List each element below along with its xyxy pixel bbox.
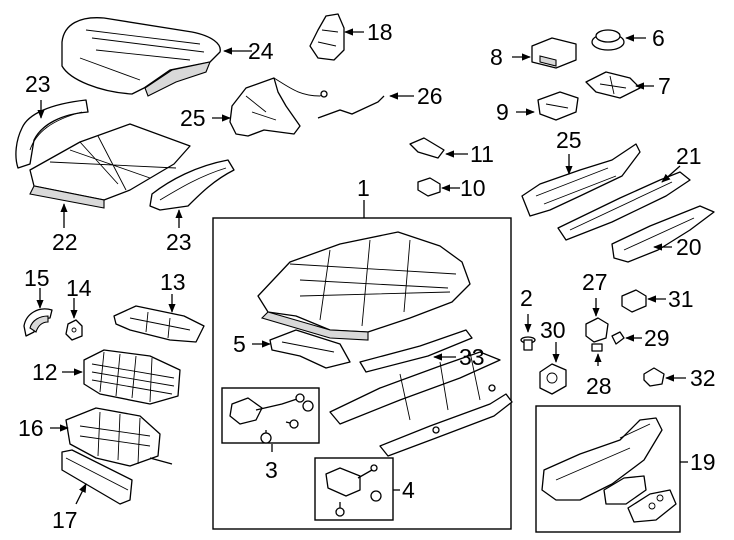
- part-29-clip: [611, 331, 625, 345]
- part-12-ribbed-pad: [83, 349, 181, 405]
- callout-15: 15: [24, 265, 50, 291]
- part-16-module: [65, 407, 173, 467]
- part-25-left-bracket: [229, 77, 328, 137]
- leader-21: [661, 165, 681, 183]
- callout-12: 12: [32, 359, 58, 385]
- part-8-switch-module: [531, 37, 577, 69]
- callout-26: 26: [417, 83, 443, 109]
- seat-frame-group-box: [212, 217, 512, 530]
- part-4-group-box: [314, 457, 394, 521]
- part-6-knob: [591, 29, 625, 51]
- part-2-bolt: [520, 336, 536, 351]
- callout-16: 16: [18, 415, 44, 441]
- part-10-clip: [417, 177, 441, 197]
- callout-32: 32: [690, 365, 716, 391]
- callout-25a: 25: [180, 105, 206, 131]
- part-14-bracket: [65, 319, 83, 341]
- callout-29: 29: [644, 325, 670, 351]
- part-30-motor: [539, 363, 567, 395]
- callout-31: 31: [668, 286, 694, 312]
- part-23-upper-bolster: [15, 99, 89, 169]
- callout-1: 1: [357, 175, 370, 201]
- part-24-cushion-cover: [61, 17, 221, 97]
- callout-4: 4: [402, 477, 415, 503]
- part-27-switch: [585, 317, 609, 343]
- callout-14: 14: [66, 275, 92, 301]
- part-28-clip: [591, 343, 603, 352]
- part-7-plate: [585, 71, 641, 99]
- callout-23b: 23: [166, 229, 192, 255]
- callout-24: 24: [248, 38, 274, 64]
- part-33-track: [329, 329, 513, 457]
- callout-21: 21: [676, 143, 702, 169]
- seat-frame: [257, 231, 471, 341]
- part-15-clip: [23, 308, 53, 337]
- callout-10: 10: [460, 175, 486, 201]
- callout-3: 3: [265, 457, 278, 483]
- callout-17: 17: [52, 507, 78, 533]
- part-20-cover: [611, 205, 715, 263]
- callout-18: 18: [367, 19, 393, 45]
- part-3-group-box: [221, 387, 320, 444]
- callout-19: 19: [690, 449, 716, 475]
- part-26-rod: [317, 95, 385, 119]
- callout-5: 5: [233, 331, 246, 357]
- callout-27: 27: [582, 269, 608, 295]
- callout-30: 30: [540, 317, 566, 343]
- part-5-panel: [269, 329, 351, 369]
- part-23-lower-bolster: [149, 159, 235, 211]
- callout-23a: 23: [25, 71, 51, 97]
- part-21-trim: [557, 171, 691, 241]
- callout-9: 9: [496, 99, 509, 125]
- part-3-motor-assembly: [229, 393, 314, 444]
- callout-11: 11: [470, 141, 494, 167]
- callout-33: 33: [459, 344, 485, 370]
- callout-8: 8: [490, 44, 503, 70]
- part-32-knob: [643, 367, 665, 387]
- callout-20: 20: [676, 234, 702, 260]
- part-18-bracket: [309, 13, 345, 61]
- callout-6: 6: [652, 25, 665, 51]
- callout-22: 22: [52, 229, 78, 255]
- callout-7: 7: [658, 73, 671, 99]
- callout-13: 13: [160, 269, 186, 295]
- callout-2: 2: [520, 285, 533, 311]
- part-19-group-box: [535, 405, 681, 533]
- callout-25b: 25: [556, 127, 582, 153]
- part-17-bar: [61, 449, 133, 505]
- part-31-switch: [621, 289, 647, 313]
- part-4-motor-assembly: [325, 464, 382, 517]
- leader-17: [75, 483, 87, 505]
- part-13-tray: [113, 305, 205, 343]
- callout-28: 28: [586, 373, 612, 399]
- part-9-switch: [537, 91, 579, 121]
- part-19-outer-trim: [541, 417, 677, 523]
- part-11-clip: [409, 137, 445, 159]
- part-22-seat-pad: [29, 123, 191, 209]
